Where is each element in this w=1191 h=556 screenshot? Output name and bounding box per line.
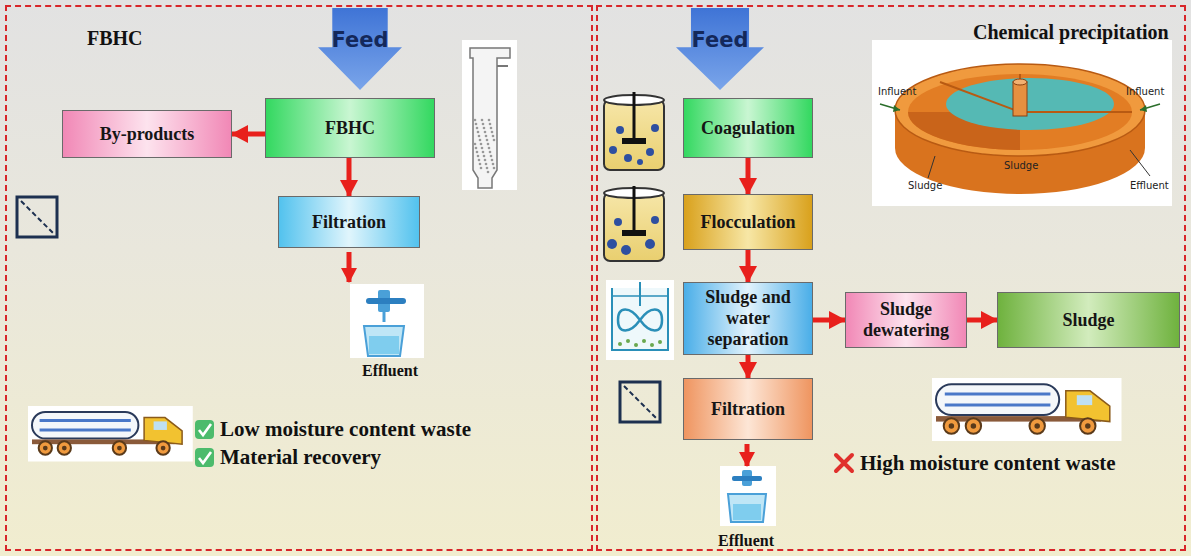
drawback-note: High moisture content waste: [860, 451, 1116, 476]
illustration-label: Sludge: [1004, 160, 1038, 171]
node-label: Flocculation: [701, 212, 796, 233]
illustration-label: Effluent: [1130, 180, 1169, 191]
illustration-label: Influent: [878, 86, 916, 97]
panel-heading: FBHC: [87, 27, 143, 50]
fbhc-reactor-icon: [462, 40, 517, 190]
process-box: Coagulation: [683, 98, 813, 158]
process-box: Flocculation: [683, 194, 813, 250]
panel: FBHC FeedBy-products FBHC Filtration: [5, 5, 593, 551]
benefit-note: Low moisture content waste: [220, 417, 471, 442]
process-box: FBHC: [265, 98, 435, 158]
tanker-truck: [28, 406, 193, 462]
flow-arrow: [347, 158, 352, 196]
node-label: By-products: [100, 124, 195, 145]
filter-symbol: [620, 382, 660, 422]
flow-arrow: [746, 158, 751, 194]
flocculation-beaker: [604, 186, 664, 261]
tap-icon: [350, 284, 424, 358]
flow-arrow: [967, 318, 997, 323]
feed-arrow: Feed: [676, 8, 764, 90]
clarifier-illustration: [872, 40, 1172, 206]
feed-arrow: Feed: [318, 8, 402, 90]
filter-symbol: [17, 197, 57, 237]
flow-arrow: [746, 250, 751, 282]
flow-arrow: [232, 132, 265, 137]
illustration-label: Influent: [1126, 86, 1164, 97]
effluent-label: Effluent: [718, 532, 774, 550]
tanker-truck: [932, 378, 1122, 441]
cross-mark: [836, 455, 852, 471]
check-mark: [195, 420, 214, 467]
node-label: Feed: [331, 28, 388, 52]
byproduct-box: By-products: [62, 110, 232, 158]
node-label: Sludge: [1062, 310, 1114, 331]
coagulation-beaker: [604, 92, 664, 170]
benefit-note: Material recovery: [220, 445, 381, 470]
process-box: Filtration: [683, 378, 813, 440]
flow-arrow: [813, 318, 845, 323]
node-label: Sludge and water separation: [692, 287, 804, 349]
effluent-label: Effluent: [362, 362, 418, 380]
illustration-label: Sludge: [908, 180, 942, 191]
output-box: Sludge: [997, 292, 1180, 348]
node-label: Filtration: [312, 212, 386, 233]
flow-arrow: [746, 355, 751, 378]
node-label: Sludge dewatering: [854, 299, 958, 340]
node-label: Filtration: [711, 399, 785, 420]
panel-heading: Chemical precipitation: [973, 21, 1169, 44]
process-box: Sludge and water separation: [683, 282, 813, 355]
tap-icon: [720, 466, 776, 526]
settler-icon: [606, 280, 674, 360]
node-label: Feed: [691, 28, 748, 52]
arrow: [745, 444, 750, 466]
process-box: Filtration: [278, 196, 420, 248]
node-label: Coagulation: [701, 118, 795, 139]
node-label: FBHC: [325, 118, 375, 139]
process-box: Sludge dewatering: [845, 292, 967, 348]
arrow: [347, 252, 352, 282]
